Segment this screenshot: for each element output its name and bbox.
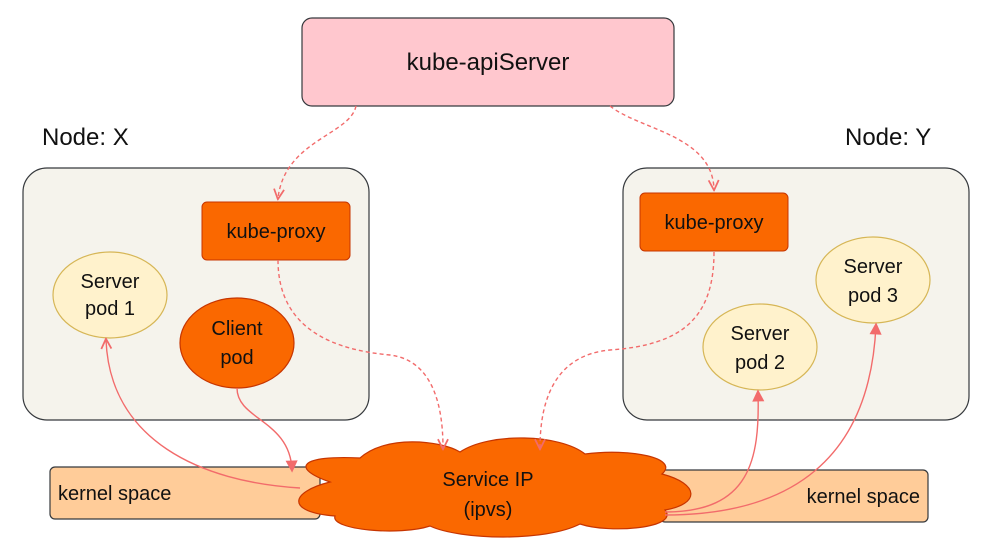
server-pod-1: Server pod 1 xyxy=(52,251,168,339)
kernel-space-left-label: kernel space xyxy=(58,483,171,505)
api-to-proxy-x-arrow xyxy=(278,105,357,198)
service-to-pod1-arrow xyxy=(106,340,301,489)
api-server-box: kube-apiServer xyxy=(301,17,675,107)
api-to-proxy-y-arrow xyxy=(609,105,714,189)
service-ip-cloud: Service IP (ipvs) xyxy=(298,437,692,538)
server-pod-2-line2: pod 2 xyxy=(735,352,785,374)
service-ip-line2: (ipvs) xyxy=(464,499,513,521)
node-x-label: Node: X xyxy=(42,124,129,151)
kernel-space-left: kernel space xyxy=(49,466,321,520)
api-server-label: kube-apiServer xyxy=(407,49,570,76)
server-pod-1-line2: pod 1 xyxy=(85,298,135,320)
kube-proxy-x: kube-proxy xyxy=(201,201,351,261)
kernel-space-right-label: kernel space xyxy=(807,486,920,508)
service-ip-line1: Service IP xyxy=(442,469,533,491)
service-to-pod2-arrow xyxy=(664,392,758,513)
server-pod-2-line1: Server xyxy=(731,323,790,345)
client-pod-line2: pod xyxy=(220,347,253,369)
server-pod-3-line1: Server xyxy=(844,256,903,278)
client-to-service-arrow xyxy=(236,387,292,470)
proxy-x-to-service-arrow xyxy=(277,259,443,448)
client-pod: Client pod xyxy=(179,297,295,389)
server-pod-2: Server pod 2 xyxy=(702,303,818,391)
server-pod-3: Server pod 3 xyxy=(815,236,931,324)
kube-proxy-y: kube-proxy xyxy=(639,192,789,252)
server-pod-3-line2: pod 3 xyxy=(848,285,898,307)
kernel-space-right: kernel space xyxy=(659,469,929,523)
service-to-pod3-arrow xyxy=(664,325,876,516)
client-pod-line1: Client xyxy=(211,318,263,340)
node-y-label: Node: Y xyxy=(845,124,931,151)
proxy-y-to-service-arrow xyxy=(540,251,715,448)
kube-proxy-x-label: kube-proxy xyxy=(227,221,326,243)
kube-proxy-y-label: kube-proxy xyxy=(665,212,764,234)
server-pod-1-line1: Server xyxy=(81,271,140,293)
